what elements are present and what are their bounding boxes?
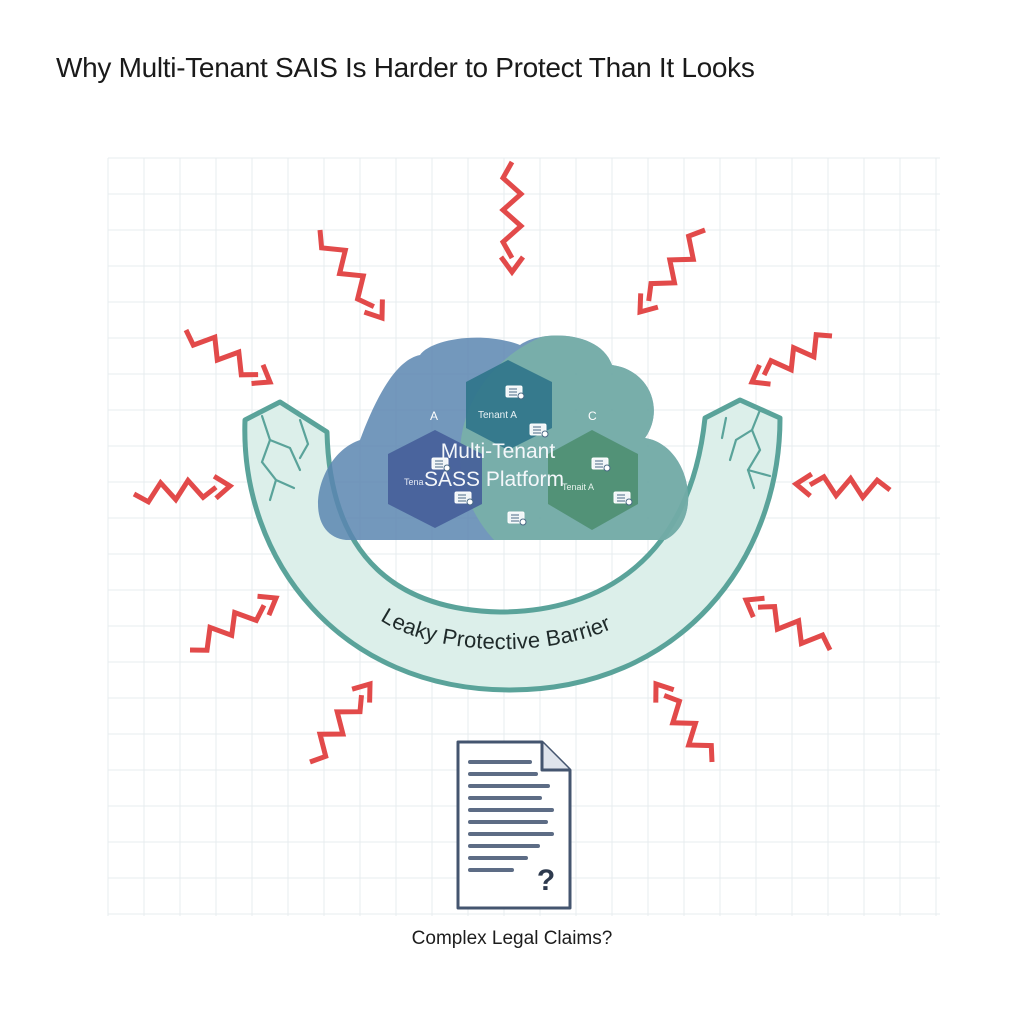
server-icon: [614, 492, 632, 505]
caption: Complex Legal Claims?: [0, 928, 1024, 950]
hex-left-label: Tena: [404, 477, 424, 487]
server-icon: [508, 512, 526, 525]
attack-arrow-icon: [640, 230, 705, 312]
server-icon: [592, 458, 610, 471]
attack-arrow-icon: [746, 598, 830, 650]
attack-arrow-icon: [310, 684, 370, 762]
attack-arrow-icon: [796, 474, 890, 497]
document-fold: [542, 742, 570, 770]
platform-title-line1: Multi-Tenant: [441, 440, 556, 463]
server-icon: [506, 386, 524, 399]
document-question-mark: ?: [537, 864, 555, 897]
attack-arrow-icon: [320, 230, 382, 318]
server-icon: [455, 492, 473, 505]
hex-top-label: Tenant A: [478, 410, 517, 421]
cloud-label-c: C: [588, 409, 597, 423]
platform-title-line2: SASS Platform: [424, 468, 564, 491]
document-icon: ?: [458, 742, 570, 908]
server-icon: [530, 424, 548, 437]
attack-arrow-icon: [190, 596, 276, 650]
cloud-label-a: A: [430, 409, 438, 423]
hex-right-label: Tenait A: [562, 482, 594, 492]
